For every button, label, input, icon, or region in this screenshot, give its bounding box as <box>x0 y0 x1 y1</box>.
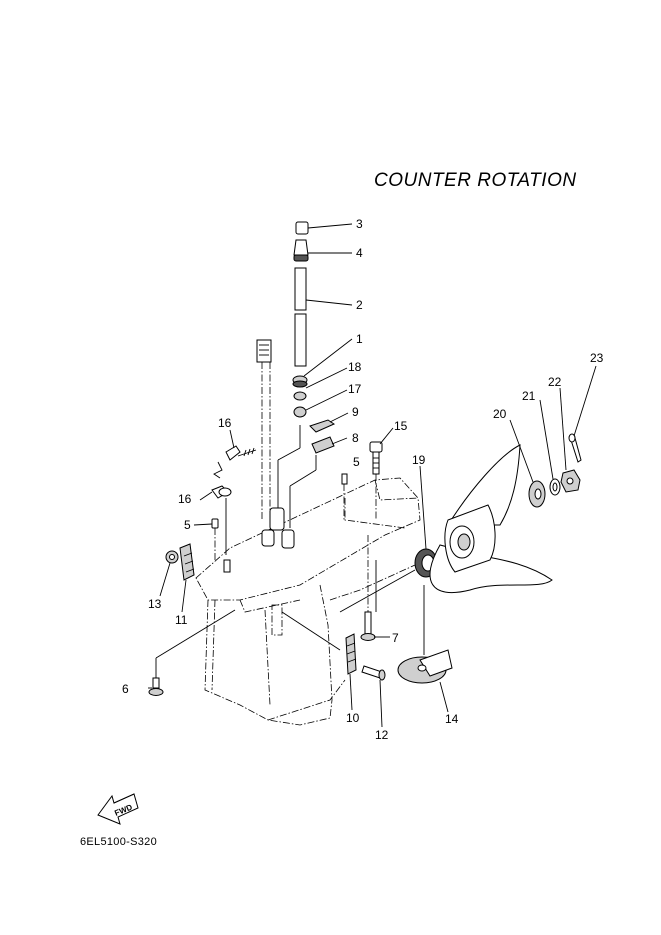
anode-10 <box>281 611 357 675</box>
leader-lines <box>148 223 597 728</box>
callout-22: 22 <box>548 375 562 389</box>
cotter-pin-23 <box>568 433 582 463</box>
callout-4: 4 <box>356 246 363 260</box>
thrust-washer-19 <box>339 548 438 613</box>
callout-11: 11 <box>175 613 188 627</box>
shift-rod-assembly <box>277 221 309 508</box>
callout-14: 14 <box>445 712 459 726</box>
callout-13: 13 <box>148 597 162 611</box>
bolt-7 <box>360 535 377 641</box>
callout-7: 7 <box>392 631 399 645</box>
dowel-pin-5-left <box>211 518 219 529</box>
callout-8: 8 <box>352 431 359 445</box>
callout-17: 17 <box>348 382 362 396</box>
bolt-15 <box>369 441 383 520</box>
callout-5-right: 5 <box>353 455 360 469</box>
upper-mount-bosses <box>261 507 295 549</box>
fwd-arrow-icon: FWD <box>97 793 139 825</box>
callout-21: 21 <box>522 389 536 403</box>
callout-19: 19 <box>412 453 426 467</box>
trim-tab-14 <box>397 585 453 684</box>
bolt-6 <box>148 609 236 696</box>
callout-2: 2 <box>356 298 363 312</box>
nut-22 <box>560 469 581 493</box>
callout-labels: 3 4 2 1 18 17 9 8 15 5 16 16 5 19 20 21 … <box>122 217 604 742</box>
callout-1: 1 <box>356 332 363 346</box>
callout-15: 15 <box>394 419 408 433</box>
small-stud <box>223 559 231 573</box>
callout-16-lower: 16 <box>178 492 192 506</box>
callout-20: 20 <box>493 407 507 421</box>
callout-12: 12 <box>375 728 389 742</box>
nut-13 <box>165 550 179 564</box>
callout-5-left: 5 <box>184 518 191 532</box>
spacer-20 <box>528 480 546 508</box>
callout-23: 23 <box>590 351 604 365</box>
callout-9: 9 <box>352 405 359 419</box>
callout-3: 3 <box>356 217 363 231</box>
dowel-pin-5-right <box>341 473 348 485</box>
drive-shaft <box>256 339 272 520</box>
callout-16-upper: 16 <box>218 416 232 430</box>
pads-8-9 <box>289 419 336 528</box>
clip-16-lower <box>211 485 232 555</box>
callout-18: 18 <box>348 360 362 374</box>
callout-10: 10 <box>346 711 360 725</box>
propeller <box>429 444 553 594</box>
anode-11 <box>179 543 195 581</box>
screw-12 <box>361 665 386 681</box>
washer-21 <box>549 478 561 496</box>
drawing-code: 6EL5100-S320 <box>80 836 157 848</box>
lower-casing-housing <box>195 477 421 726</box>
callout-6: 6 <box>122 682 129 696</box>
clip-16-upper <box>213 445 257 479</box>
diagram-title: COUNTER ROTATION <box>374 170 577 191</box>
